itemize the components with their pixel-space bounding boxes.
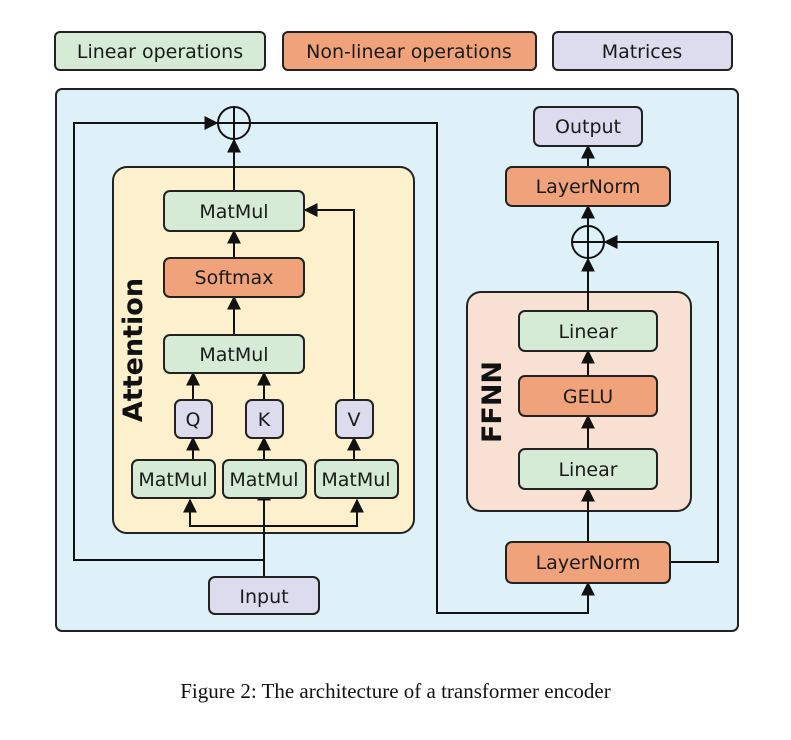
linear-bottom-box [518, 448, 658, 490]
q-matrix-box [174, 399, 213, 439]
k-matrix-box [245, 399, 284, 439]
softmax-box [163, 257, 305, 298]
output-label: Output [555, 116, 621, 138]
v-label: V [348, 409, 361, 431]
matmul-q-box [131, 459, 216, 499]
matmul-v-box [314, 459, 399, 499]
ffnn-title: FFNN [477, 361, 508, 443]
attention-title: Attention [118, 278, 149, 422]
figure-caption: Figure 2: The architecture of a transfor… [180, 679, 611, 703]
legend-matrices-box [552, 31, 733, 71]
q-label: Q [186, 409, 201, 431]
linear-top-box [518, 310, 658, 352]
matmul-q-label: MatMul [138, 469, 207, 491]
layernorm-top-label: LayerNorm [536, 176, 641, 198]
layernorm-bottom-box [505, 541, 671, 584]
matmul-k-label: MatMul [229, 469, 298, 491]
layernorm-top-box [505, 166, 671, 207]
v-matrix-box [335, 399, 374, 439]
matmul-top-label: MatMul [199, 201, 268, 223]
input-label: Input [239, 586, 288, 608]
gelu-box [518, 375, 658, 417]
legend-nonlinear-label: Non-linear operations [306, 41, 512, 63]
matmul-top-box [163, 190, 305, 232]
legend-linear-label: Linear operations [77, 41, 243, 63]
linear-top-label: Linear [558, 321, 617, 343]
linear-bottom-label: Linear [558, 459, 617, 481]
legend: Linear operations Non-linear operations … [54, 31, 733, 71]
legend-nonlinear-box [282, 31, 537, 71]
output-box [533, 106, 643, 147]
legend-linear-box [54, 31, 266, 71]
legend-matrices-label: Matrices [602, 41, 683, 63]
k-label: K [258, 409, 271, 431]
input-box [208, 576, 320, 615]
softmax-label: Softmax [195, 267, 274, 289]
connections [73, 116, 719, 614]
add-circle-ffnn [571, 225, 605, 259]
add-circle-attention [217, 106, 251, 140]
layernorm-bottom-label: LayerNorm [536, 552, 641, 574]
matmul-v-label: MatMul [321, 469, 390, 491]
matmul-k-box [222, 459, 307, 499]
matmul-mid-label: MatMul [199, 344, 268, 366]
gelu-label: GELU [563, 386, 613, 408]
matmul-mid-box [163, 334, 305, 374]
